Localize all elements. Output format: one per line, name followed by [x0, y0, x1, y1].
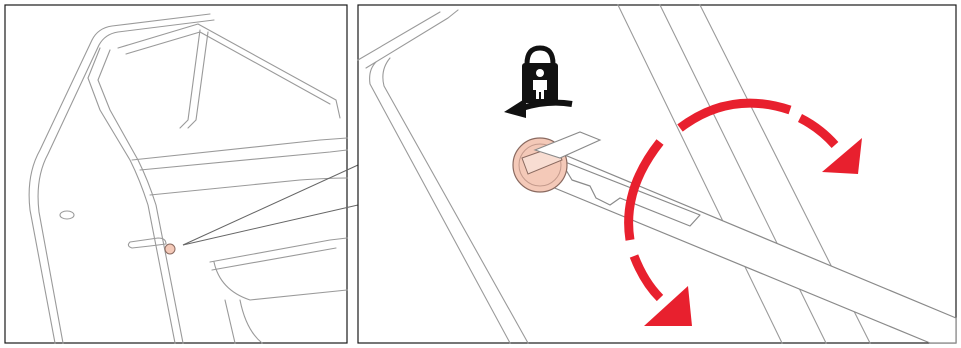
left-panel-frame [5, 5, 347, 343]
left-panel [5, 5, 358, 343]
child-lock-slot-marker [165, 244, 175, 254]
right-panel [358, 5, 956, 343]
